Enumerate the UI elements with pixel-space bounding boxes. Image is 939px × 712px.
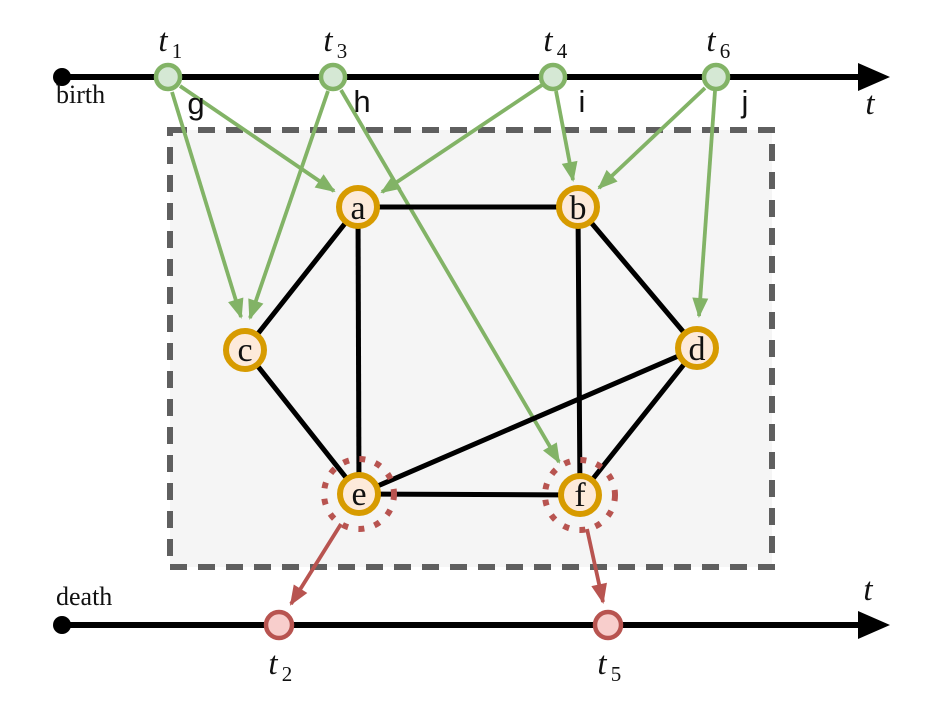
birth-event-i: [538, 62, 568, 92]
vertex-label-h: h: [353, 84, 370, 119]
dying-ring-f: [542, 457, 618, 533]
graph-node-d: [675, 326, 719, 370]
death-event-t5: [592, 609, 624, 641]
time-label-t6: t: [706, 23, 716, 59]
birth-arrow-g-a: [178, 84, 336, 193]
graph-nodes-group: a b c d e f: [223, 185, 719, 517]
birth-axis-label: birth: [56, 80, 105, 109]
birth-axis-origin-dot: [53, 68, 71, 86]
death-arrow-e-t2: [289, 522, 343, 606]
time-label-t3: t: [323, 23, 333, 59]
time-sub-4: 4: [557, 39, 568, 63]
graph-edges-group: [242, 204, 700, 498]
birth-arrow-j-d: [692, 90, 717, 318]
birth-arrow-j-b: [597, 86, 707, 190]
graph-node-f: [558, 473, 602, 517]
node-label-d: d: [689, 331, 706, 368]
birth-timeline: birth t t 1 t 3 t 4 t 6 g h i j: [53, 23, 890, 122]
birth-arrow-h-f: [339, 89, 561, 464]
death-axis-origin-dot: [53, 616, 71, 634]
birth-event-g: [153, 62, 183, 92]
birth-arrow-i-b: [554, 90, 578, 182]
edge-a-c: [242, 204, 361, 353]
edge-d-e: [356, 345, 700, 497]
edge-b-d: [575, 204, 700, 351]
node-label-e: e: [351, 476, 366, 513]
time-sub-6: 6: [720, 39, 731, 63]
vertex-label-j: j: [741, 84, 749, 119]
death-axis-arrowhead-icon: [858, 611, 890, 639]
node-label-a: a: [350, 190, 365, 227]
node-label-f: f: [574, 477, 586, 514]
birth-arrows-group: [170, 83, 717, 464]
time-label-t5: t: [597, 646, 607, 682]
edge-c-e: [242, 347, 362, 497]
time-sub-1: 1: [172, 39, 183, 63]
time-sub-2: 2: [282, 662, 293, 686]
death-arrows-group: [289, 522, 607, 606]
time-sub-5: 5: [611, 662, 622, 686]
graph-node-c: [223, 328, 267, 372]
vertex-label-g: g: [187, 86, 204, 121]
time-label-t4: t: [543, 23, 553, 59]
edge-d-f: [577, 345, 700, 498]
edge-b-f: [575, 204, 583, 498]
death-arrow-f-t5: [585, 528, 607, 604]
dying-ring-e: [321, 456, 397, 532]
birth-event-h: [318, 62, 348, 92]
birth-arrow-g-c: [170, 91, 244, 319]
graph-node-a: [336, 185, 380, 229]
birth-arrow-h-c: [248, 90, 330, 320]
node-label-b: b: [570, 190, 587, 227]
death-event-t2: [263, 609, 295, 641]
birth-event-j: [701, 62, 731, 92]
birth-axis-arrowhead-icon: [858, 63, 890, 91]
time-label-t2: t: [268, 646, 278, 682]
death-axis-t-symbol: t: [863, 572, 873, 608]
birth-axis-t-symbol: t: [865, 86, 875, 122]
node-label-c: c: [237, 332, 252, 369]
graph-node-e: [337, 472, 381, 516]
vertex-label-i: i: [579, 84, 586, 119]
edge-a-e: [355, 204, 362, 497]
time-sub-3: 3: [337, 39, 348, 63]
death-axis-label: death: [56, 582, 112, 611]
death-timeline: death t t 2 t 5: [53, 572, 890, 686]
graph-node-b: [556, 185, 600, 229]
birth-arrow-i-a: [380, 83, 544, 194]
time-label-t1: t: [158, 23, 168, 59]
